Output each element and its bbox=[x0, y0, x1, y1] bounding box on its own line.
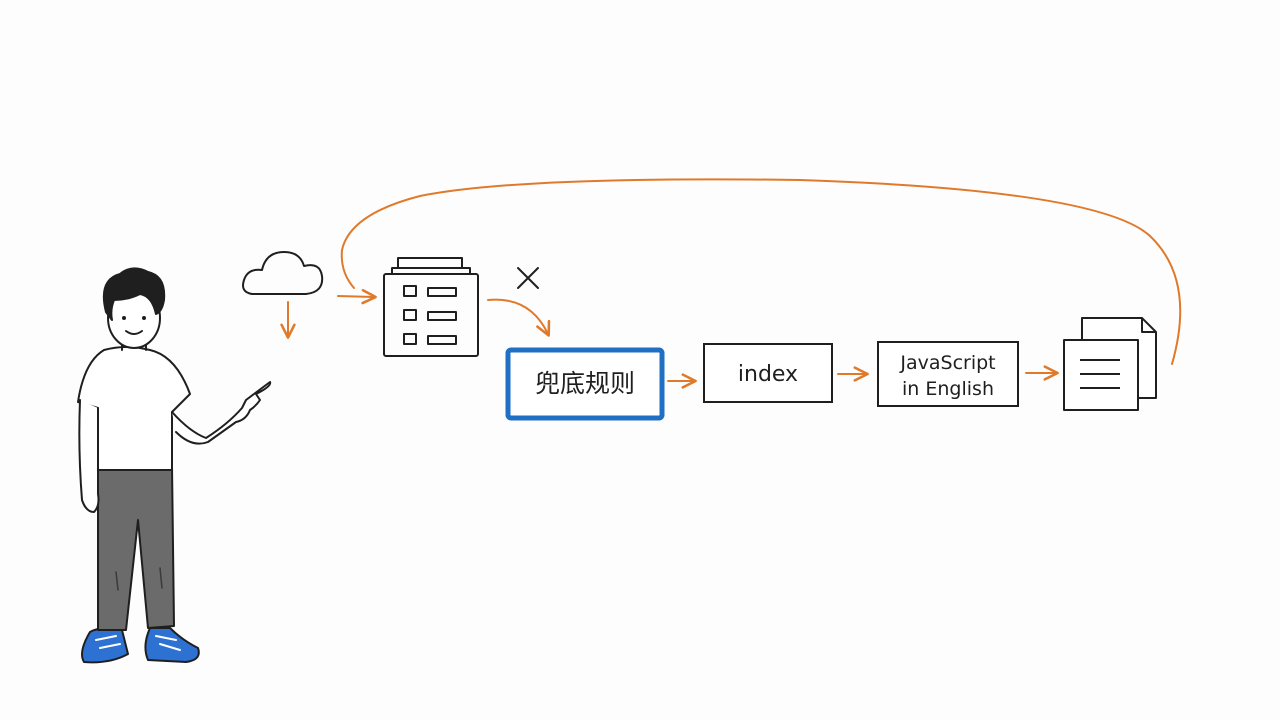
person-illustration bbox=[77, 267, 272, 664]
left-shoe bbox=[81, 627, 129, 664]
cloud-icon bbox=[242, 251, 324, 295]
js-english-line2: in English bbox=[902, 378, 994, 400]
cross-mark-icon bbox=[517, 267, 539, 289]
index-node: index bbox=[703, 343, 833, 403]
pointing-arm bbox=[171, 381, 272, 445]
index-label: index bbox=[738, 362, 798, 387]
arrow-form-to-fallback bbox=[487, 298, 551, 337]
arrow-to-form bbox=[337, 289, 377, 305]
right-shoe bbox=[144, 627, 200, 663]
form-document-icon bbox=[383, 257, 479, 357]
js-english-node: JavaScript in English bbox=[877, 341, 1019, 407]
fallback-rule-node: 兜底规则 bbox=[505, 347, 665, 421]
fallback-rule-label: 兜底规则 bbox=[535, 369, 635, 398]
stacked-pages-icon bbox=[1063, 317, 1157, 411]
loop-arrow-back-to-form bbox=[340, 178, 1182, 365]
pants bbox=[97, 465, 175, 631]
js-english-line1: JavaScript bbox=[899, 352, 995, 374]
hair bbox=[102, 267, 166, 321]
